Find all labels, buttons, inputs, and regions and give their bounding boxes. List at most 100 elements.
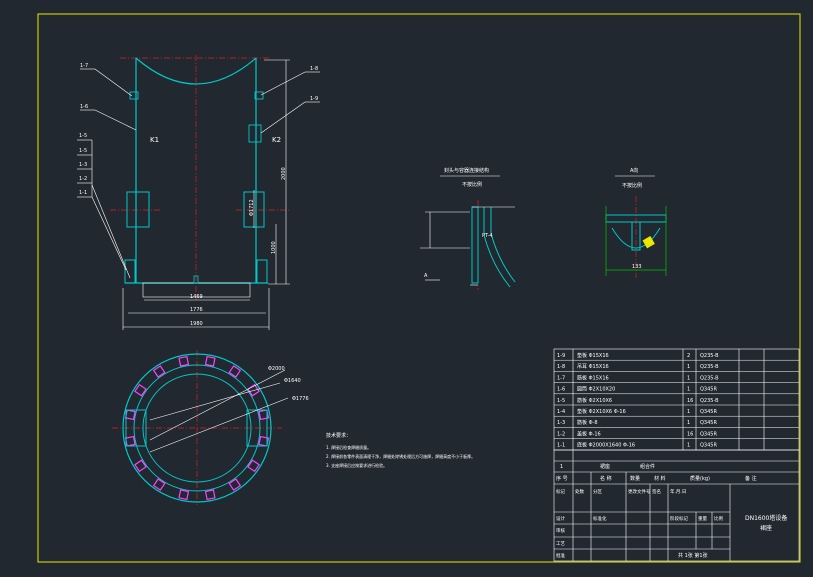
row-name: 盖板 Φ-16: [577, 430, 601, 437]
bolt-hole-mark: [124, 435, 136, 447]
table-row: 1-6 圆筒 Φ2X10X20 1 Q345R: [557, 386, 717, 393]
row-material: Q345R: [700, 431, 717, 437]
label-k2: K2: [272, 136, 281, 144]
row-name: 筋板 Φ2X10X6: [577, 397, 612, 404]
row1-name: 裙座: [600, 463, 610, 470]
bolt-hole-mark: [228, 365, 242, 378]
title-block-label: 设计: [556, 515, 565, 522]
row-qty: 2: [687, 353, 690, 359]
a-view: A向 不按比例 133: [605, 167, 667, 278]
section-label-pt: PT-4: [482, 233, 493, 239]
bolt-hole-mark: [204, 355, 216, 367]
row-no: 1-9: [557, 353, 565, 359]
row-qty: 1: [687, 409, 690, 415]
part-label-1-9: 1-9: [310, 96, 318, 102]
bolt-hole-mark: [258, 435, 270, 447]
note-2: 2. 焊接前各零件表面清理干净，焊缝处除锈处理后方可施焊，焊缝高度不小于板厚。: [326, 453, 475, 459]
part-label-1-5b: 1-5: [79, 148, 87, 154]
drawing-frame: [37, 13, 801, 563]
title-block-label: 批准: [556, 552, 565, 559]
row-no: 1-1: [557, 443, 565, 449]
header-no: 序 号: [556, 475, 568, 482]
row-no: 1-5: [557, 398, 565, 404]
part-label-1-8: 1-8: [310, 66, 318, 72]
bolt-hole-mark: [228, 478, 242, 491]
row-material: Q235-B: [700, 398, 719, 404]
header-mat: 材 料: [654, 475, 666, 482]
title-block-label: 签名: [652, 488, 661, 495]
header-name: 名 称: [600, 475, 612, 482]
dim-d1: 1469: [190, 294, 203, 300]
section-label-a: A: [424, 273, 428, 279]
part-label-1-1: 1-1: [79, 190, 87, 196]
row-qty: 1: [687, 443, 690, 449]
table-row: 1-9 垫板 Φ15X16 2 Q235-B: [557, 352, 719, 359]
header-qty: 数量: [630, 475, 640, 482]
row-name: 垫板 Φ2X10X6 Φ-16: [577, 408, 626, 415]
table-row: 1-5 筋板 Φ2X10X6 16 Q235-B: [557, 397, 719, 404]
notes-title: 技术要求：: [326, 432, 351, 439]
bolt-hole-mark: [152, 478, 166, 491]
row-material: Q345R: [700, 420, 717, 426]
bolt-hole-mark: [204, 489, 216, 501]
plan-dim-1: Φ1640: [284, 378, 301, 384]
right-part-labels: 1-8 1-9: [260, 66, 320, 134]
dim-v1: 2000: [281, 167, 287, 180]
part-name: 裙座: [760, 524, 772, 532]
row-material: Q345R: [700, 387, 717, 393]
row-no: 1-8: [557, 364, 565, 370]
label-k1: K1: [150, 136, 159, 144]
plan-dim-0: Φ2000: [268, 366, 285, 372]
part-label-1-5a: 1-5: [79, 133, 87, 139]
title-block-label: 审核: [556, 527, 565, 534]
row-name: 底板 Φ2000X1640 Φ-16: [577, 442, 635, 449]
aview-subtitle: 不按比例: [622, 182, 642, 189]
row-name: 圆筒 Φ2X10X20: [577, 386, 615, 393]
bolt-hole-mark: [134, 459, 147, 473]
title-block-label: 分区: [593, 488, 602, 495]
dim-d3: 1980: [190, 321, 203, 327]
left-part-labels: 1-7 1-6 1-5 1-5 1-3 1-2 1-1: [77, 63, 137, 279]
row-qty: 16: [687, 431, 693, 437]
row1-ref: 组合件: [640, 463, 655, 470]
row-name: 垫板 Φ15X16: [577, 352, 609, 359]
part-label-1-6: 1-6: [80, 104, 88, 110]
note-1: 1. 焊接后检查焊缝质量。: [326, 444, 371, 450]
bolt-hole-mark: [152, 365, 166, 378]
bolt-hole-mark: [178, 489, 190, 501]
plan-view: Φ2000 Φ1640 Φ1776: [112, 350, 309, 505]
part-label-1-7: 1-7: [80, 63, 88, 69]
row-qty: 16: [687, 398, 693, 404]
row-qty: 1: [687, 387, 690, 393]
row-name: 筋板 Φ-8: [577, 419, 598, 426]
header-weight: 质量(kg): [690, 475, 710, 482]
row-no: 1-7: [557, 375, 565, 381]
title-block-label: 工艺: [556, 541, 565, 547]
title-block-label: 比例: [714, 515, 723, 522]
row-material: Q235-B: [700, 364, 719, 370]
row-no: 1-6: [557, 387, 565, 393]
row-material: Q235-B: [700, 353, 719, 359]
row-qty: 1: [687, 364, 690, 370]
bolt-hole-mark: [247, 383, 260, 397]
part-label-1-3: 1-3: [79, 162, 87, 168]
title-block-label: 阶段标记: [670, 515, 688, 522]
row-qty: 1: [687, 375, 690, 381]
title-block: 1 裙座 组合件 序 号 名 称 数量 材 料 质量(kg) 备 注 标记处数分…: [553, 449, 800, 562]
header-remark: 备 注: [745, 475, 757, 482]
aview-dim: 133: [632, 264, 642, 270]
title-block-label: 重量: [698, 515, 707, 522]
title-block-label: 年.月.日: [670, 488, 686, 495]
dim-d2: 1776: [190, 307, 203, 313]
title-block-label: 处数: [575, 488, 584, 495]
row-no: 1-3: [557, 420, 565, 426]
part-label-1-2: 1-2: [79, 176, 87, 182]
